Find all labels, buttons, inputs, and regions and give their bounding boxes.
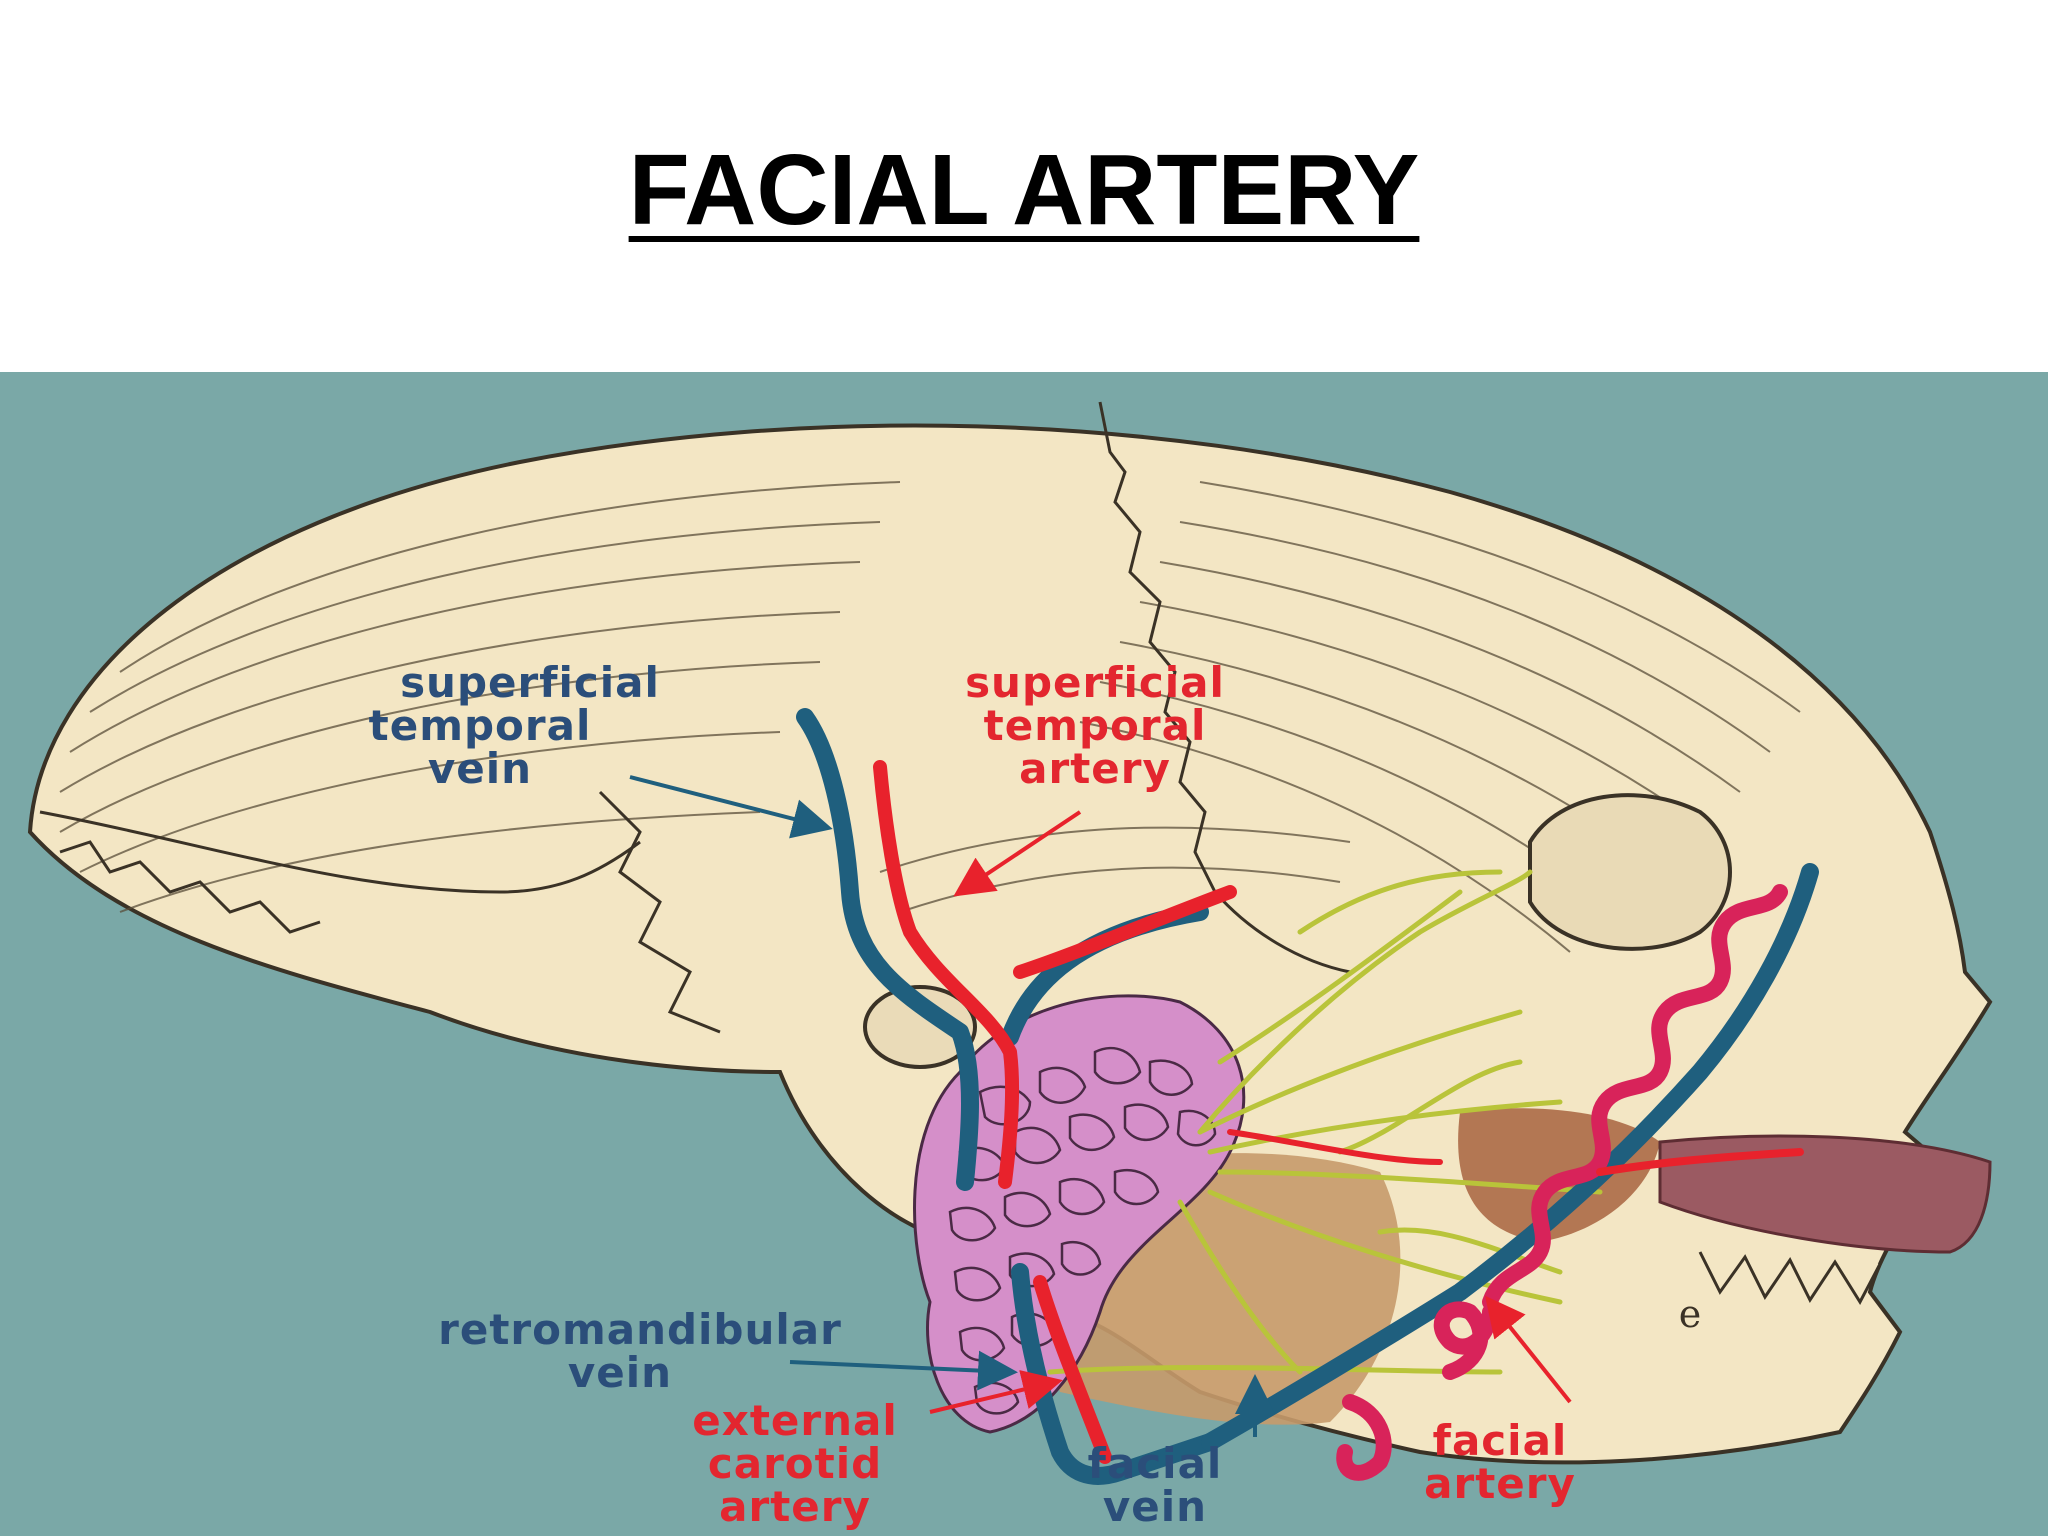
parotid-gland [913, 994, 1246, 1434]
label-ext-carotid-line1: external [692, 1396, 898, 1445]
slide-title: FACIAL ARTERY [628, 134, 1420, 246]
arteries [873, 760, 1804, 1481]
facial-artery-wavy [1482, 884, 1788, 1310]
label-external-carotid: external carotid artery [692, 1396, 898, 1531]
arrow-sup-temp-vein [629, 775, 833, 839]
label-sup-temp-artery-line2: temporal [984, 701, 1207, 750]
arrow-sup-temp-artery [953, 810, 1082, 897]
label-sup-temp-vein-line2: temporal [369, 701, 592, 750]
label-sup-temp-artery-line3: artery [1019, 744, 1171, 793]
anatomy-svg: superficial temporal vein superficial te… [0, 372, 2048, 1536]
facial-artery-lower [1336, 1301, 1498, 1481]
facial-vein [1201, 863, 1819, 1451]
arrow-ext-carotid [929, 1370, 1063, 1414]
label-facial-vein-line2: vein [1103, 1482, 1207, 1531]
skull-sutures [39, 401, 1351, 1034]
orbit [1528, 793, 1732, 951]
superficial-temporal-vein [796, 708, 979, 1191]
transverse-facial-artery [1227, 1129, 1443, 1165]
anatomy-figure: superficial temporal vein superficial te… [0, 372, 2048, 1536]
labial-artery [1596, 1148, 1804, 1176]
label-ext-carotid-line2: carotid [708, 1439, 882, 1488]
label-sup-temp-artery-line1: superficial [965, 658, 1225, 707]
label-facial-artery-line2: artery [1424, 1459, 1576, 1508]
arrow-facial-artery [1485, 1295, 1572, 1404]
label-sup-temp-vein-line3: vein [428, 744, 532, 793]
retromandibular-vein [1011, 1263, 1219, 1485]
label-superficial-temporal-vein: superficial temporal vein [369, 658, 660, 793]
label-facial-vein: facial vein [1088, 1439, 1223, 1531]
label-facial-artery-line1: facial [1433, 1416, 1568, 1465]
teeth [1698, 1251, 1882, 1306]
figure-letter: e [1679, 1292, 1702, 1336]
label-ext-carotid-line3: artery [719, 1482, 871, 1531]
temporal-artery-branch [1013, 885, 1237, 979]
external-carotid-artery [1033, 1275, 1112, 1464]
label-sup-temp-vein-line1: superficial [400, 658, 660, 707]
label-superficial-temporal-artery: superficial temporal artery [965, 658, 1225, 793]
label-retromandibular-line2: vein [568, 1348, 672, 1397]
arrow-retromandibular [789, 1350, 1018, 1391]
lips [1658, 1134, 1992, 1254]
label-facial-vein-line1: facial [1088, 1439, 1223, 1488]
ear-canal [863, 985, 977, 1069]
cranial-hatching [59, 481, 1801, 953]
superficial-temporal-artery [873, 760, 1020, 1189]
pointer-arrows [629, 775, 1572, 1437]
label-retromandibular-vein: retromandibular vein [438, 1305, 842, 1397]
label-facial-artery: facial artery [1424, 1416, 1576, 1508]
label-retromandibular-line1: retromandibular [438, 1305, 842, 1354]
